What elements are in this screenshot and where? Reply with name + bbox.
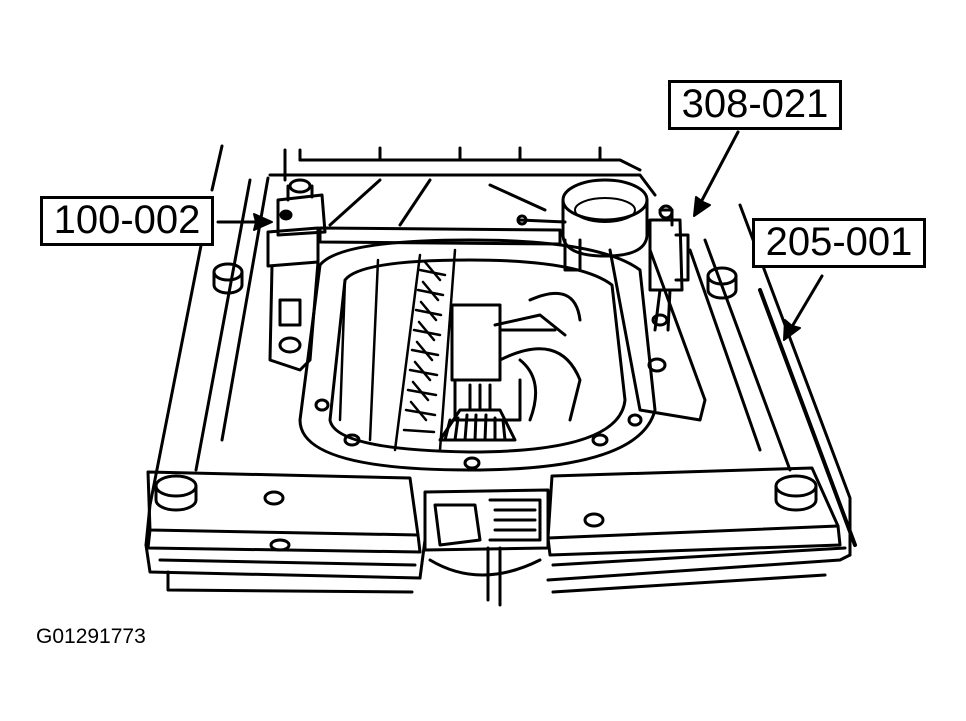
pinion-yoke [423,488,550,607]
callout-label-205-001: 205-001 [752,218,926,268]
leader-arrows [216,130,824,341]
mounting-knobs [212,262,738,300]
gauge-block-100-002 [266,148,327,372]
differential-case [438,291,582,442]
figure-identifier: G01291773 [36,625,146,648]
front-left-clamp-bar [146,470,422,554]
housing-flange [298,238,657,472]
callout-label-308-021: 308-021 [668,80,842,130]
gauge-cross-bar [268,146,657,246]
callout-label-100-002: 100-002 [40,196,214,246]
front-right-clamp-bar [546,466,842,557]
dial-indicator-308-021 [561,178,690,332]
ring-gear [338,248,457,452]
